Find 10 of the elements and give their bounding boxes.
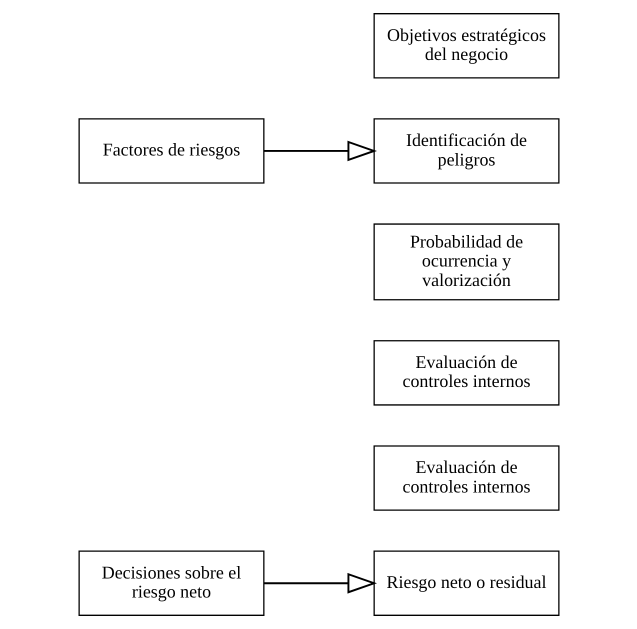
node-box: Factores de riesgos	[78, 118, 264, 184]
node-box: Identificación de peligros	[373, 118, 560, 184]
node-box: Probabilidad de ocurrencia y valorización	[373, 223, 560, 300]
arrow	[264, 140, 376, 162]
node-box: Objetivos estratégicos del negocio	[373, 13, 560, 78]
node-box: Decisiones sobre el riesgo neto	[78, 550, 264, 616]
node-box: Evaluación de controles internos	[373, 445, 560, 511]
node-box: Evaluación de controles internos	[373, 340, 560, 406]
arrow	[264, 572, 376, 594]
node-box: Riesgo neto o residual	[373, 550, 560, 616]
